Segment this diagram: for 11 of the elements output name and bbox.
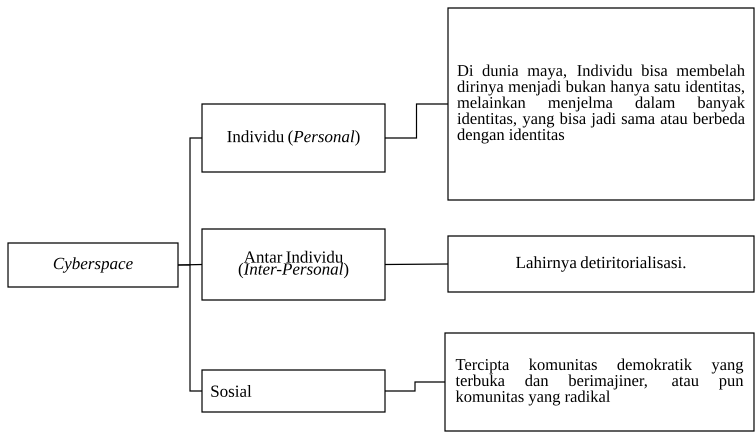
connector-line xyxy=(178,264,202,392)
connector-line xyxy=(385,103,448,139)
description-box: Di dunia maya, Individu bisa membelah dirinya menjadi bukan hanya satu identitas, melainkan menjelma dalam banyak identitas, yang bisa jadi sama atau berbeda dengan identitas xyxy=(447,7,755,201)
category-box: Sosial xyxy=(201,369,386,413)
description-box: Tercipta komunitas demokratik yang terbuka dan berimajiner, atau pun komunitas yang radikal xyxy=(444,332,755,432)
category-box: Antar Individu (Inter-Personal) xyxy=(201,228,386,301)
category-box: Individu (Personal) xyxy=(201,103,386,173)
connector-line xyxy=(385,263,448,266)
connector-line xyxy=(385,381,445,392)
description-box: Lahirnya detiritorialisasi. xyxy=(447,235,755,293)
root-box: Cyberspace xyxy=(7,242,179,288)
